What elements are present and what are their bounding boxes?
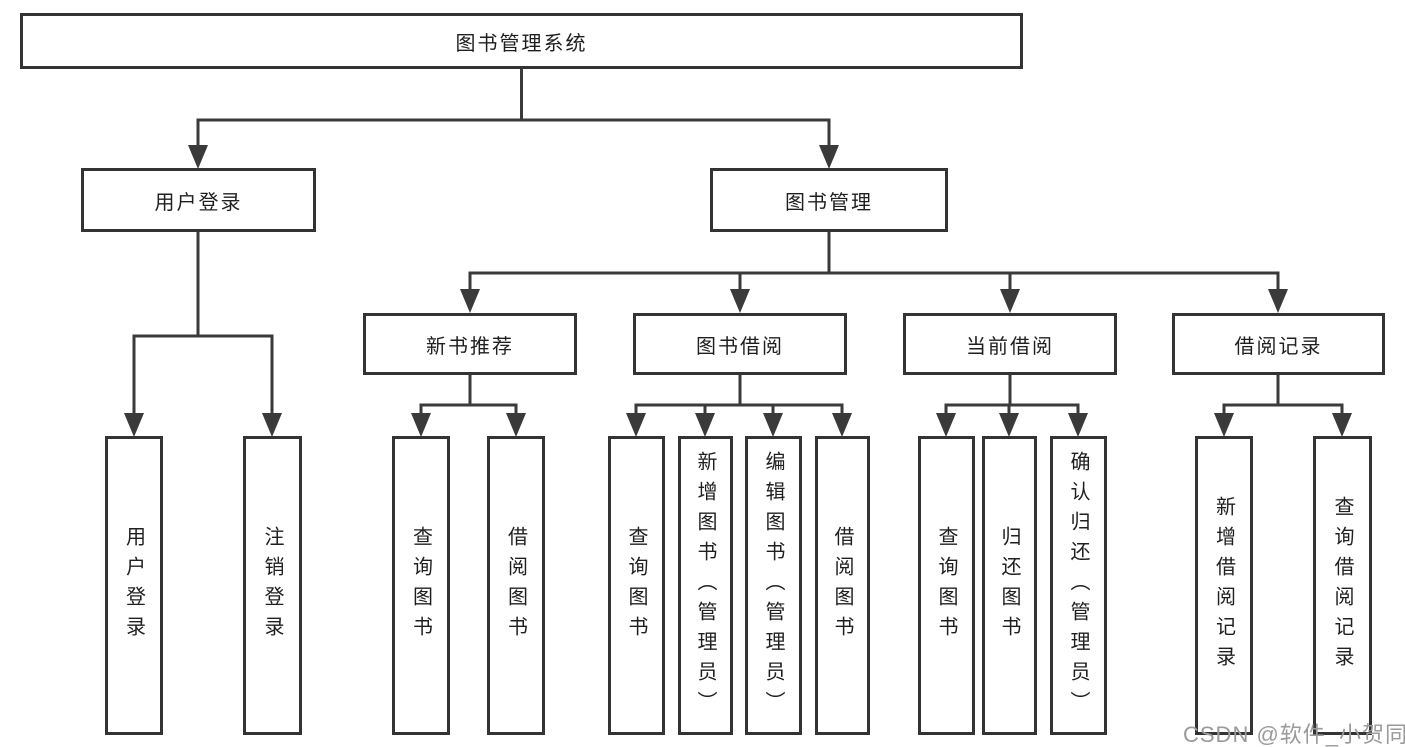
node-root-system: 图书管理系统 [20,13,1023,69]
leaf-label: 查询图书 [935,525,957,646]
leaf-add-borrow-record: 新增借阅记录 [1195,436,1253,735]
leaf-query-books-1: 查询图书 [392,436,450,735]
leaf-confirm-return-admin: 确认归还（管理员） [1050,436,1107,735]
node-user-login-module: 用户登录 [81,168,316,232]
leaf-label: 借阅图书 [831,525,853,646]
watermark: CSDN @软件_小贺同学 [1183,722,1405,747]
node-book-management: 图书管理 [710,168,948,232]
node-book-borrow: 图书借阅 [633,313,847,375]
leaf-label: 新增借阅记录 [1212,495,1235,676]
node-new-book-recommend: 新书推荐 [363,313,577,375]
leaf-user-login: 用户登录 [105,436,163,735]
leaf-logout: 注销登录 [243,436,302,735]
leaf-label: 编辑图书（管理员） [762,450,784,721]
leaf-edit-books-admin: 编辑图书（管理员） [745,436,802,735]
leaf-label: 借阅图书 [504,525,527,646]
leaf-query-books-2: 查询图书 [608,436,665,735]
leaf-label: 确认归还（管理员） [1067,450,1089,721]
leaf-borrow-books-1: 借阅图书 [487,436,545,735]
leaf-query-books-3: 查询图书 [918,436,975,735]
node-borrow-records: 借阅记录 [1172,313,1385,375]
leaf-label: 归还图书 [998,525,1020,646]
leaf-label: 注销登录 [261,525,283,646]
node-current-borrow: 当前借阅 [903,313,1117,375]
leaf-label: 查询图书 [625,525,647,646]
leaf-label: 查询图书 [409,525,432,646]
leaf-query-borrow-record: 查询借阅记录 [1313,436,1372,735]
leaf-add-books-admin: 新增图书（管理员） [678,436,733,735]
leaf-label: 新增图书（管理员） [694,450,716,721]
leaf-label: 用户登录 [122,525,145,646]
leaf-borrow-books-2: 借阅图书 [815,436,870,735]
leaf-label: 查询借阅记录 [1331,495,1353,676]
leaf-return-books: 归还图书 [982,436,1037,735]
